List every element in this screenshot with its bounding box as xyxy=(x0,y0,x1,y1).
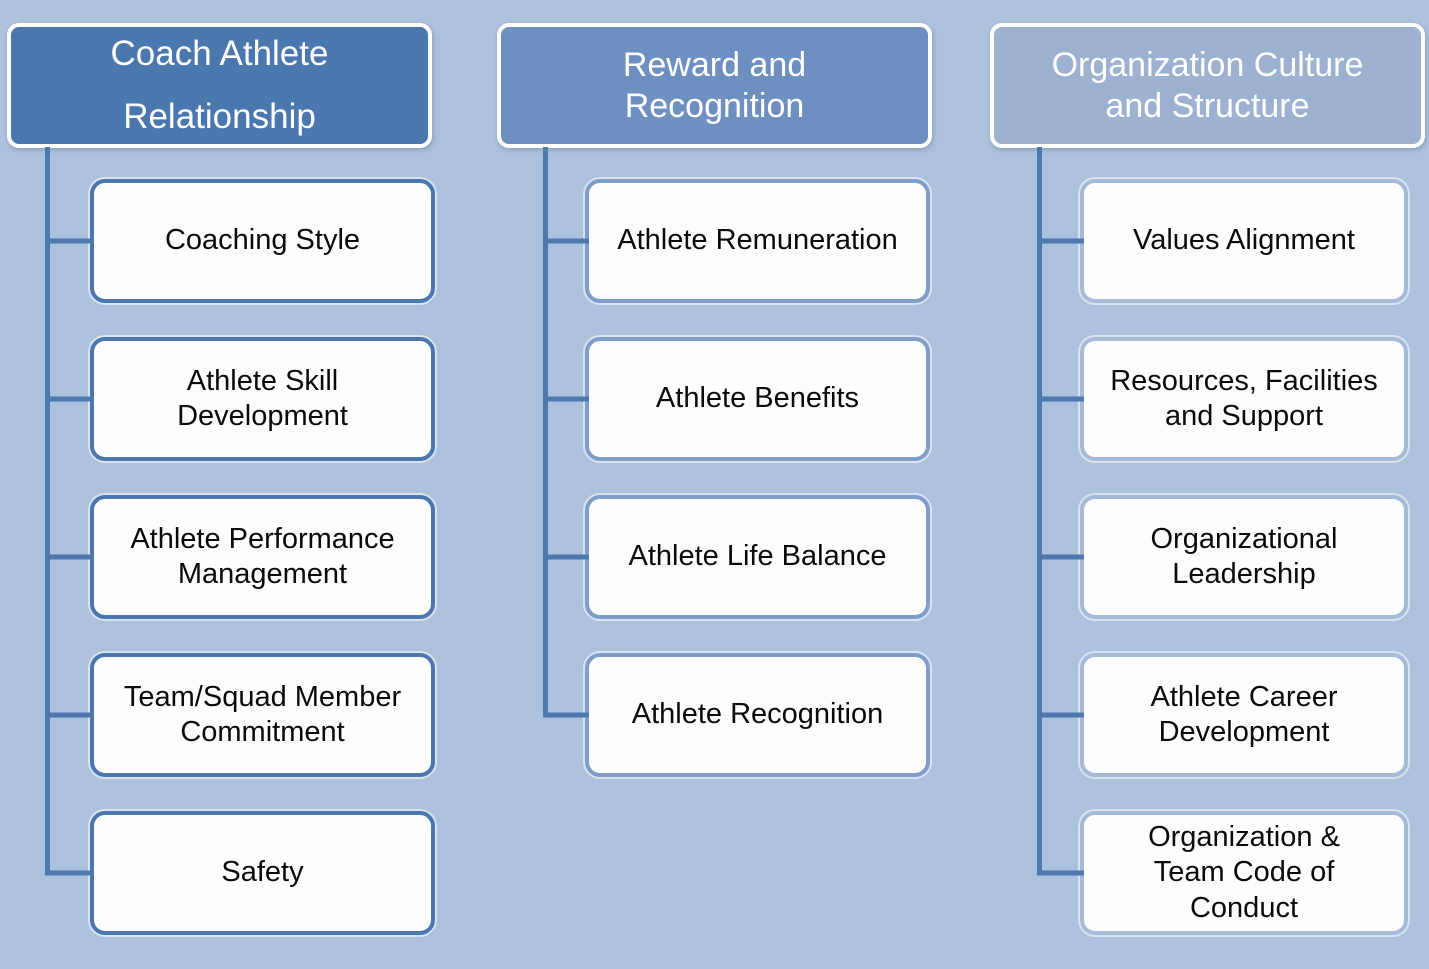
node-athlete-career-development: Athlete Career Development xyxy=(1080,653,1408,777)
connector-vertical-line xyxy=(1037,147,1042,873)
connector-vertical-line xyxy=(543,147,548,715)
node-athlete-benefits: Athlete Benefits xyxy=(585,337,930,461)
node-athlete-remuneration: Athlete Remuneration xyxy=(585,179,930,303)
node-athlete-life-balance: Athlete Life Balance xyxy=(585,495,930,619)
node-team-squad-member-commitment: Team/Squad Member Commitment xyxy=(90,653,435,777)
node-values-alignment: Values Alignment xyxy=(1080,179,1408,303)
column-coach-athlete-relationship: Coach Athlete Relationship Coaching Styl… xyxy=(7,23,435,935)
header-organization-culture-and-structure: Organization Culture and Structure xyxy=(990,23,1425,148)
header-reward-and-recognition: Reward and Recognition xyxy=(497,23,932,148)
node-organizational-leadership: Organizational Leadership xyxy=(1080,495,1408,619)
column-children: Athlete Remuneration Athlete Benefits At… xyxy=(585,179,930,811)
column-children: Coaching Style Athlete Skill Development… xyxy=(90,179,435,969)
connector-vertical-line xyxy=(45,147,50,873)
node-organization-team-code-of-conduct: Organization & Team Code of Conduct xyxy=(1080,811,1408,935)
column-reward-and-recognition: Reward and Recognition Athlete Remunerat… xyxy=(497,23,932,777)
column-children: Values Alignment Resources, Facilities a… xyxy=(1080,179,1408,969)
node-resources-facilities-and-support: Resources, Facilities and Support xyxy=(1080,337,1408,461)
header-coach-athlete-relationship: Coach Athlete Relationship xyxy=(7,23,432,148)
node-athlete-performance-management: Athlete Performance Management xyxy=(90,495,435,619)
column-organization-culture-and-structure: Organization Culture and Structure Value… xyxy=(990,23,1425,935)
node-coaching-style: Coaching Style xyxy=(90,179,435,303)
node-athlete-skill-development: Athlete Skill Development xyxy=(90,337,435,461)
node-safety: Safety xyxy=(90,811,435,935)
node-athlete-recognition: Athlete Recognition xyxy=(585,653,930,777)
